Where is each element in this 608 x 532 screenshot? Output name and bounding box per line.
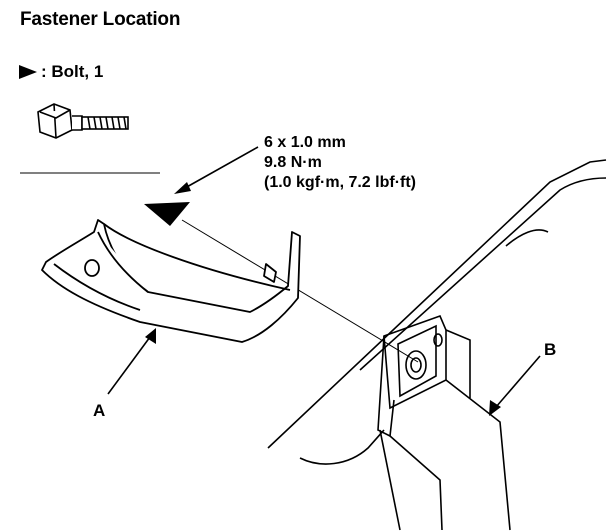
bolt-icon: [37, 103, 129, 139]
bracket-a: [41, 219, 301, 343]
bolt-size: 6 x 1.0 mm: [264, 134, 346, 151]
page-title: Fastener Location: [20, 9, 181, 30]
bolt-axis-line: [181, 219, 419, 363]
callout-a: A: [93, 401, 106, 420]
legend: : Bolt, 1: [18, 60, 103, 84]
body-panel: [267, 159, 607, 531]
callout-b: B: [544, 340, 557, 359]
callout-b-arrow: [489, 355, 541, 416]
torque-nm: 9.8 N·m: [264, 154, 322, 171]
legend-label: : Bolt, 1: [41, 62, 104, 81]
bolt-position-marker: [144, 202, 190, 226]
torque-alt: (1.0 kgf·m, 7.2 lbf·ft): [264, 174, 417, 191]
spec-leader-arrow: [174, 146, 259, 194]
callout-a-arrow: [107, 328, 156, 395]
torque-spec: 6 x 1.0 mm 9.8 N·m (1.0 kgf·m, 7.2 lbf·f…: [264, 133, 416, 193]
bolt-marker-icon: [19, 65, 37, 79]
